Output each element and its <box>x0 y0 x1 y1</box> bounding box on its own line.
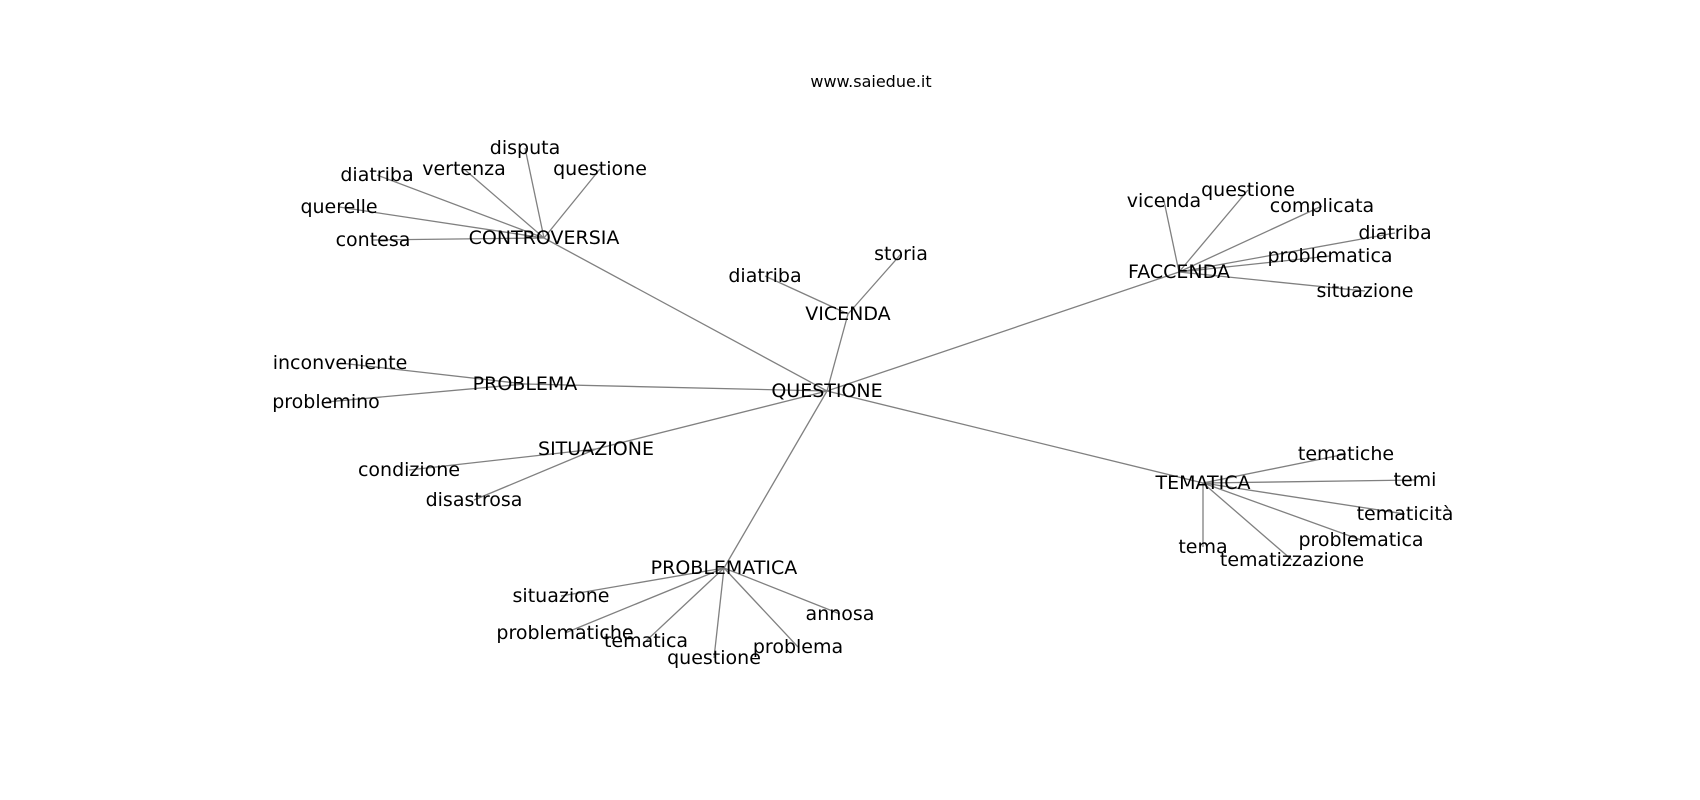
leaf-node-faccenda-questione: questione <box>1201 179 1295 201</box>
edge-root-situazione <box>595 390 828 450</box>
hub-node-tematica: TEMATICA <box>1155 472 1251 494</box>
leaf-node-controversia-questione: questione <box>553 158 647 180</box>
site-label: www.saiedue.it <box>810 72 931 91</box>
edge-tematica-problematica <box>1202 482 1362 541</box>
edge-faccenda-diatriba <box>1178 232 1396 273</box>
leaf-node-problematica-situazione: situazione <box>513 585 610 607</box>
edge-faccenda-problematica <box>1178 255 1331 273</box>
leaf-node-situazione-disastrosa: disastrosa <box>426 489 523 511</box>
hub-node-problema: PROBLEMA <box>473 373 578 395</box>
hub-node-controversia: CONTROVERSIA <box>469 227 620 249</box>
edges-layer <box>325 147 1416 659</box>
labels-layer: QUESTIONECONTROVERSIAdisputaquestionever… <box>272 137 1453 669</box>
leaf-node-tematica-tema: tema <box>1178 536 1227 558</box>
leaf-node-faccenda-problematica: problematica <box>1267 245 1392 267</box>
leaf-node-tematica-problematica: problematica <box>1298 529 1423 551</box>
edge-situazione-condizione <box>408 448 597 471</box>
hub-node-situazione: SITUAZIONE <box>538 438 654 460</box>
edge-problematica-tematica <box>645 567 725 642</box>
edge-vicenda-storia <box>847 253 902 315</box>
edge-problema-inconveniente <box>339 362 526 385</box>
edge-controversia-contesa <box>372 237 545 241</box>
edge-faccenda-vicenda <box>1163 200 1180 273</box>
edge-problematica-questione <box>713 567 725 659</box>
leaf-node-controversia-vertenza: vertenza <box>422 158 506 180</box>
leaf-node-situazione-condizione: condizione <box>358 459 460 481</box>
leaf-node-faccenda-situazione: situazione <box>1317 280 1414 302</box>
edge-problematica-problema <box>723 567 799 648</box>
root-node-label: QUESTIONE <box>771 380 882 402</box>
edge-root-tematica <box>826 390 1204 484</box>
edge-tematica-tematicita <box>1202 482 1406 515</box>
leaf-node-controversia-querelle: querelle <box>300 196 377 218</box>
leaf-node-problema-inconveniente: inconveniente <box>273 352 408 374</box>
edge-problematica-problematiche <box>564 567 725 634</box>
edge-root-problematica <box>723 390 828 569</box>
edge-problema-problemino <box>325 383 526 403</box>
hub-node-vicenda: VICENDA <box>805 303 890 325</box>
leaf-node-vicenda-storia: storia <box>874 243 928 265</box>
leaf-node-problematica-problema: problema <box>753 636 843 658</box>
leaf-node-controversia-diatriba: diatriba <box>340 164 413 186</box>
edge-vicenda-diatriba <box>764 275 849 315</box>
edge-controversia-questione <box>543 168 601 239</box>
edge-root-vicenda <box>826 313 849 392</box>
leaf-node-faccenda-vicenda: vicenda <box>1127 190 1201 212</box>
edge-situazione-disastrosa <box>473 448 597 501</box>
edge-tematica-tematizzazione <box>1202 482 1293 561</box>
leaf-node-vicenda-diatriba: diatriba <box>728 265 801 287</box>
leaf-node-controversia-contesa: contesa <box>336 229 411 251</box>
edge-root-controversia <box>543 237 828 392</box>
leaf-node-controversia-disputa: disputa <box>490 137 560 159</box>
edge-controversia-vertenza <box>463 168 545 239</box>
leaf-node-tematica-tematiche: tematiche <box>1298 443 1394 465</box>
edge-problematica-situazione <box>560 567 725 597</box>
edge-controversia-querelle <box>338 206 545 239</box>
leaf-node-problematica-tematica: tematica <box>604 630 688 652</box>
leaf-node-faccenda-complicata: complicata <box>1270 195 1374 217</box>
leaf-node-tematica-tematizzazione: tematizzazione <box>1220 549 1364 571</box>
edge-problematica-annosa <box>723 567 841 615</box>
leaf-node-problematica-problematiche: problematiche <box>496 622 633 644</box>
leaf-node-problematica-questione: questione <box>667 647 761 669</box>
edge-root-problema <box>524 383 828 392</box>
edge-root-faccenda <box>826 271 1180 392</box>
edge-faccenda-complicata <box>1178 205 1323 273</box>
edge-tematica-temi <box>1202 479 1416 484</box>
edge-tematica-tematiche <box>1202 453 1347 484</box>
leaf-node-tematica-temi: temi <box>1394 469 1437 491</box>
edge-faccenda-situazione <box>1178 271 1366 292</box>
hub-node-problematica: PROBLEMATICA <box>651 557 798 579</box>
leaf-node-tematica-tematicita: tematicità <box>1357 503 1454 525</box>
leaf-node-problematica-annosa: annosa <box>806 603 875 625</box>
edge-faccenda-questione <box>1178 189 1249 273</box>
edge-controversia-disputa <box>524 147 545 239</box>
leaf-node-problema-problemino: problemino <box>272 391 380 413</box>
edge-controversia-diatriba <box>376 174 545 239</box>
hub-node-faccenda: FACCENDA <box>1128 261 1230 283</box>
leaf-node-faccenda-diatriba: diatriba <box>1358 222 1431 244</box>
